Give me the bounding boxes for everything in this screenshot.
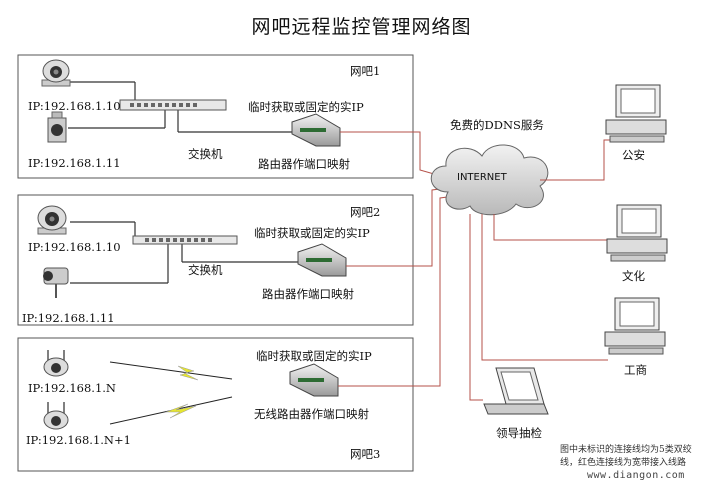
client-links xyxy=(469,139,612,401)
cafe1-box xyxy=(17,54,414,179)
cafe3-wireless-link-bottom xyxy=(109,396,233,425)
cafe3-box xyxy=(17,337,414,472)
cafe2-cam2-ip: IP:192.168.1.11 xyxy=(22,311,115,325)
cafe1-dome-camera-icon xyxy=(41,59,71,87)
cafe2-ip-note: 临时获取或固定的实IP xyxy=(254,226,370,240)
cafe1-lan-lines xyxy=(68,81,292,133)
client-police-label: 公安 xyxy=(622,148,645,162)
cafe2-name: 网吧2 xyxy=(350,205,381,219)
internet-cloud-icon xyxy=(430,144,549,216)
legend-note-line1: 图中未标识的连接线均为5类双绞 xyxy=(560,445,692,455)
cafe1-switch-label: 交换机 xyxy=(188,147,223,161)
cafe3-router-label: 无线路由器作端口映射 xyxy=(254,407,369,421)
cafe1-router-icon xyxy=(291,113,341,147)
watermark: www.diangon.com xyxy=(587,470,685,481)
cafe2-box xyxy=(17,194,414,326)
cafe1-router-label: 路由器作端口映射 xyxy=(258,157,350,171)
cafe3-ip-note: 临时获取或固定的实IP xyxy=(256,349,372,363)
client-culture-label: 文化 xyxy=(622,269,645,283)
cafe1-box-camera-icon xyxy=(47,111,67,143)
cafe1-cam1-ip: IP:192.168.1.10 xyxy=(28,99,121,113)
pc-culture-icon xyxy=(606,204,668,262)
ddns-label: 免费的DDNS服务 xyxy=(450,118,544,132)
client-commerce-label: 工商 xyxy=(624,363,647,377)
cafe2-router-icon xyxy=(297,243,347,277)
page-title: 网吧远程监控管理网络图 xyxy=(251,16,472,38)
internet-label: INTERNET xyxy=(457,172,507,183)
pc-police-icon xyxy=(605,84,667,143)
cafe3-cam2-ip: IP:192.168.1.N+1 xyxy=(26,433,131,447)
cafe2-switch-label: 交换机 xyxy=(188,263,223,277)
laptop-leader-icon xyxy=(483,367,549,415)
cafe2-router-label: 路由器作端口映射 xyxy=(262,287,354,301)
cafe1-cam2-ip: IP:192.168.1.11 xyxy=(28,156,121,170)
cafe2-dome-camera-icon xyxy=(37,205,67,235)
cafe1-name: 网吧1 xyxy=(350,64,381,78)
cafe2-lan-lines xyxy=(70,221,298,284)
cafe3-wireless-camera1-icon xyxy=(43,350,69,377)
client-leader-label: 领导抽检 xyxy=(496,426,542,440)
cafe1-switch-icon xyxy=(119,99,227,111)
cafe2-bullet-camera-icon xyxy=(43,267,69,298)
cafe3-wireless-camera2-icon xyxy=(43,402,69,430)
legend-note-line2: 线，红色连接线为宽带接入线路 xyxy=(560,458,687,468)
cafe3-wireless-link-top xyxy=(109,361,233,381)
cafe3-name: 网吧3 xyxy=(350,447,381,461)
cafe1-ip-note: 临时获取或固定的实IP xyxy=(248,100,364,114)
pc-commerce-icon xyxy=(604,297,666,355)
cafe3-wireless-router-icon xyxy=(289,363,339,397)
cafe2-switch-icon xyxy=(132,235,238,245)
cafe2-cam1-ip: IP:192.168.1.10 xyxy=(28,240,121,254)
cafe3-cam1-ip: IP:192.168.1.N xyxy=(28,381,116,395)
